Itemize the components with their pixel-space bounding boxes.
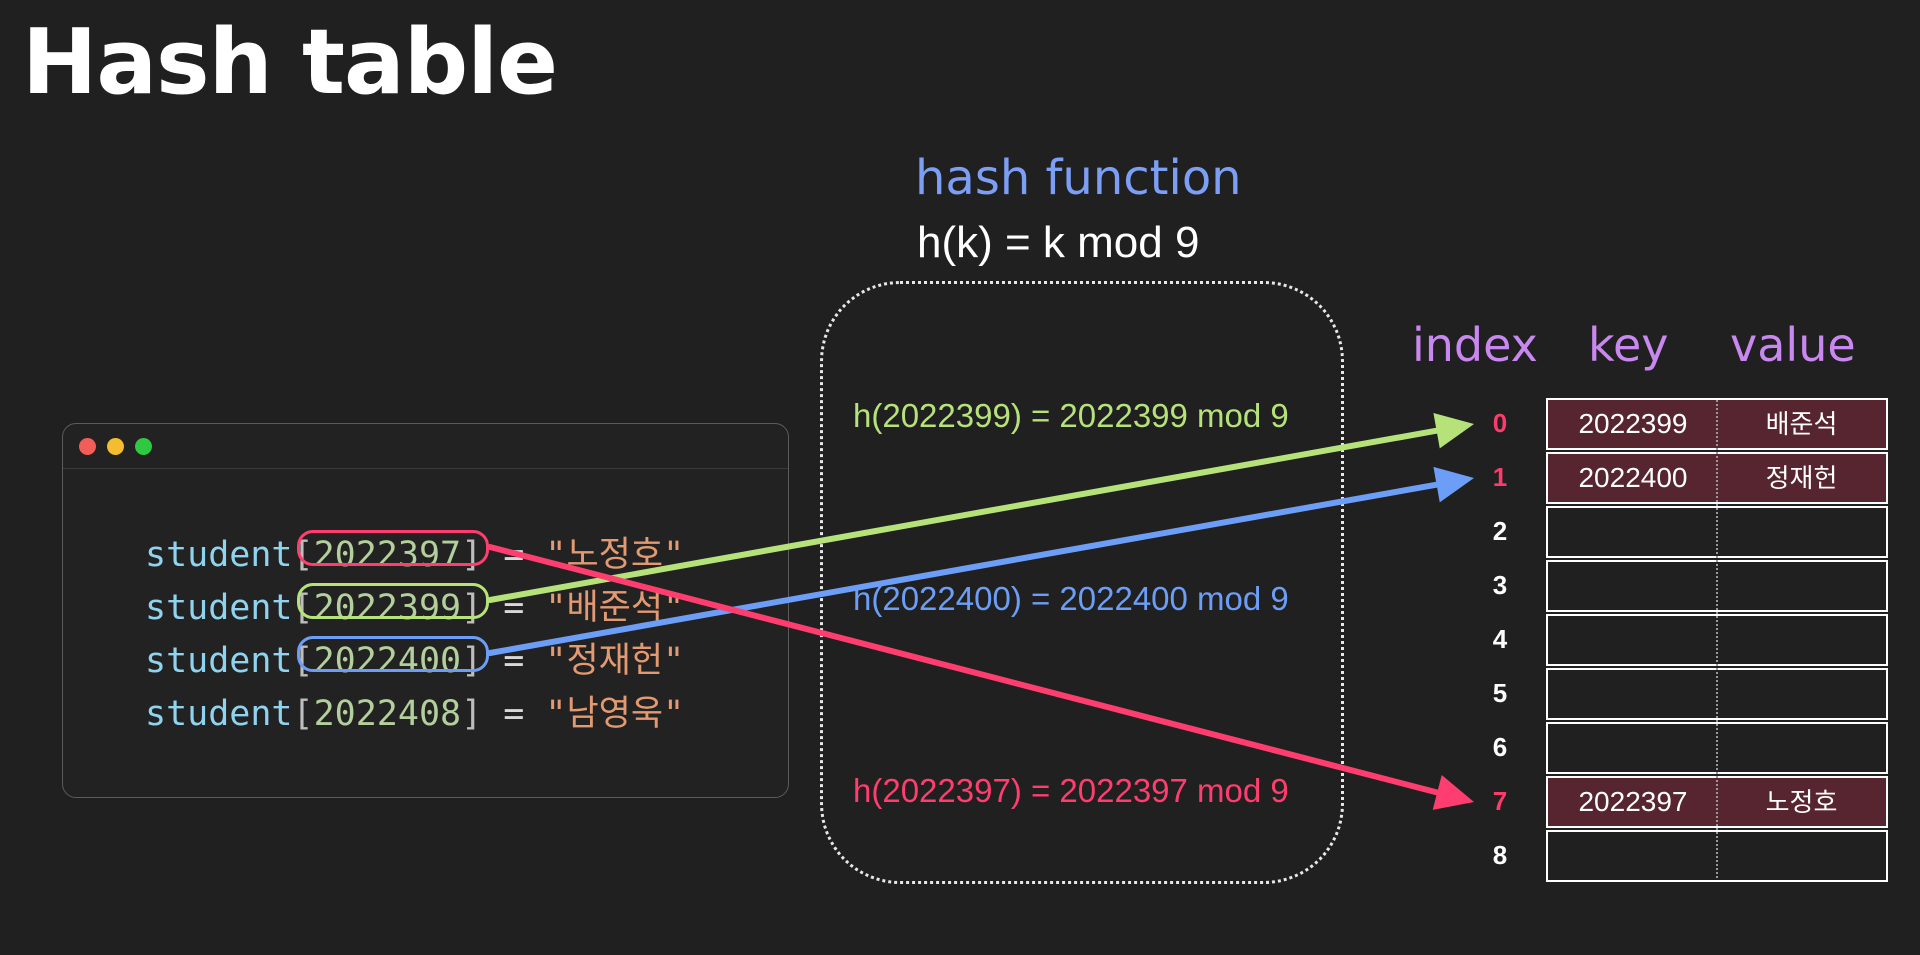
hash-computation-2022397: h(2022397) = 2022397 mod 9 <box>853 772 1289 809</box>
row-index: 1 <box>1492 462 1508 492</box>
row-key: 2022399 <box>1578 408 1688 439</box>
row-index: 5 <box>1492 678 1508 708</box>
code-window: student[2022397] = "노정호"student[2022399]… <box>62 423 789 798</box>
code-string-value: "배준석" <box>545 588 685 628</box>
code-key: 2022399 <box>313 588 462 628</box>
column-header-key: key <box>1588 318 1669 372</box>
row-index: 2 <box>1492 516 1508 546</box>
code-bracket-close: ] <box>461 694 483 734</box>
page-title: Hash table <box>22 10 558 115</box>
row-index: 3 <box>1492 570 1508 600</box>
code-identifier: student <box>145 535 293 575</box>
code-identifier: student <box>145 694 293 734</box>
hash-function-formula: h(k) = k mod 9 <box>917 218 1200 267</box>
code-string-value: "남영욱" <box>545 694 685 734</box>
code-operator: = <box>482 535 546 575</box>
arrowhead <box>1433 412 1474 449</box>
row-value: 노정호 <box>1765 787 1838 817</box>
hash-function-label: hash function <box>915 150 1242 206</box>
hash-computation-2022399: h(2022399) = 2022399 mod 9 <box>853 397 1289 434</box>
maximize-window-button[interactable] <box>135 438 152 455</box>
code-operator: = <box>482 588 546 628</box>
window-titlebar <box>63 424 788 469</box>
row-key: 2022397 <box>1578 786 1688 817</box>
code-key: 2022408 <box>313 694 462 734</box>
code-identifier: student <box>145 641 293 681</box>
key-highlight <box>297 636 489 672</box>
column-header-index: index <box>1412 318 1538 372</box>
code-operator: = <box>482 694 546 734</box>
row-value: 배준석 <box>1765 409 1838 439</box>
row-index: 8 <box>1492 840 1508 870</box>
column-header-value: value <box>1730 318 1856 372</box>
close-window-button[interactable] <box>79 438 96 455</box>
key-highlight <box>297 583 489 619</box>
arrowhead <box>1433 466 1474 503</box>
hash-computation-2022400: h(2022400) = 2022400 mod 9 <box>853 580 1289 617</box>
row-index: 4 <box>1492 624 1508 654</box>
row-index: 6 <box>1492 732 1508 762</box>
code-identifier: student <box>145 588 293 628</box>
table-column-divider <box>1716 400 1718 878</box>
code-string-value: "정재헌" <box>545 641 685 681</box>
code-line: student[2022408] = "남영욱" <box>145 685 684 736</box>
row-value: 정재헌 <box>1765 463 1838 493</box>
key-highlight <box>297 530 489 566</box>
arrowhead <box>1432 775 1474 810</box>
code-bracket-open: [ <box>292 694 314 734</box>
minimize-window-button[interactable] <box>107 438 124 455</box>
code-key: 2022400 <box>313 641 462 681</box>
row-index: 7 <box>1492 786 1508 816</box>
code-string-value: "노정호" <box>545 535 685 575</box>
code-key: 2022397 <box>313 535 462 575</box>
row-index: 0 <box>1492 408 1508 438</box>
row-key: 2022400 <box>1578 462 1688 493</box>
code-operator: = <box>482 641 546 681</box>
